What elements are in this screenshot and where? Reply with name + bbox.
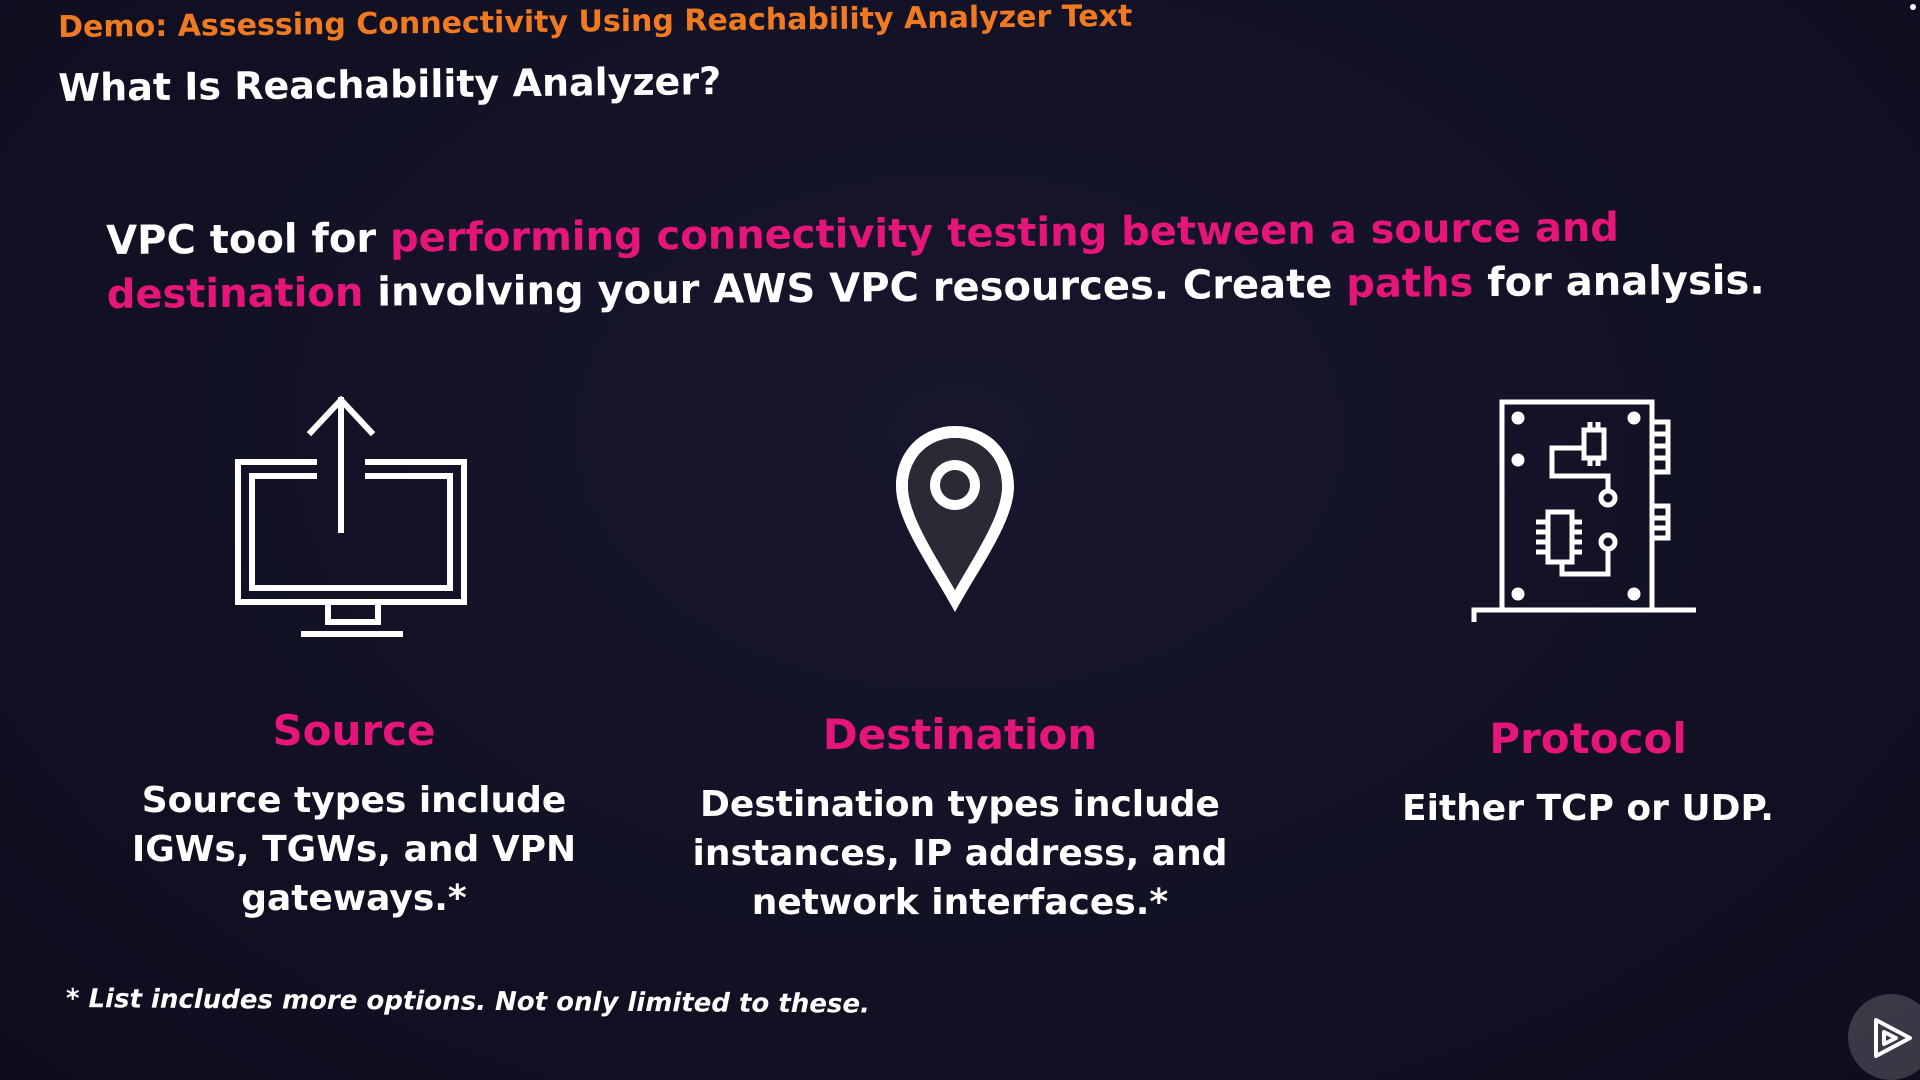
circuit-board-icon [1468, 396, 1708, 640]
destination-description: Destination types include instances, IP … [692, 784, 1228, 923]
intro-part-3: for analysis. [1473, 257, 1765, 307]
destination-title: Destination [822, 710, 1098, 759]
corner-indicator [1910, 4, 1916, 10]
protocol-title: Protocol [1489, 714, 1687, 763]
intro-part-1: VPC tool for [106, 215, 391, 264]
intro-text: VPC tool for performing connectivity tes… [106, 199, 1847, 322]
play-button[interactable] [1848, 994, 1920, 1080]
source-description: Source types include IGWs, TGWs, and VPN… [131, 780, 577, 919]
footnote: * List includes more options. Not only l… [65, 984, 870, 1020]
course-title: Demo: Assessing Connectivity Using Reach… [58, 0, 1133, 45]
monitor-upload-icon [228, 390, 484, 650]
protocol-description: Either TCP or UDP. [1402, 788, 1774, 829]
intro-part-2: involving your AWS VPC resources. Create [363, 261, 1347, 316]
slide-heading: What Is Reachability Analyzer? [58, 59, 722, 110]
play-icon [1874, 1018, 1912, 1058]
location-pin-icon [890, 420, 1020, 624]
intro-highlight-2: paths [1346, 260, 1474, 308]
source-title: Source [272, 706, 436, 755]
